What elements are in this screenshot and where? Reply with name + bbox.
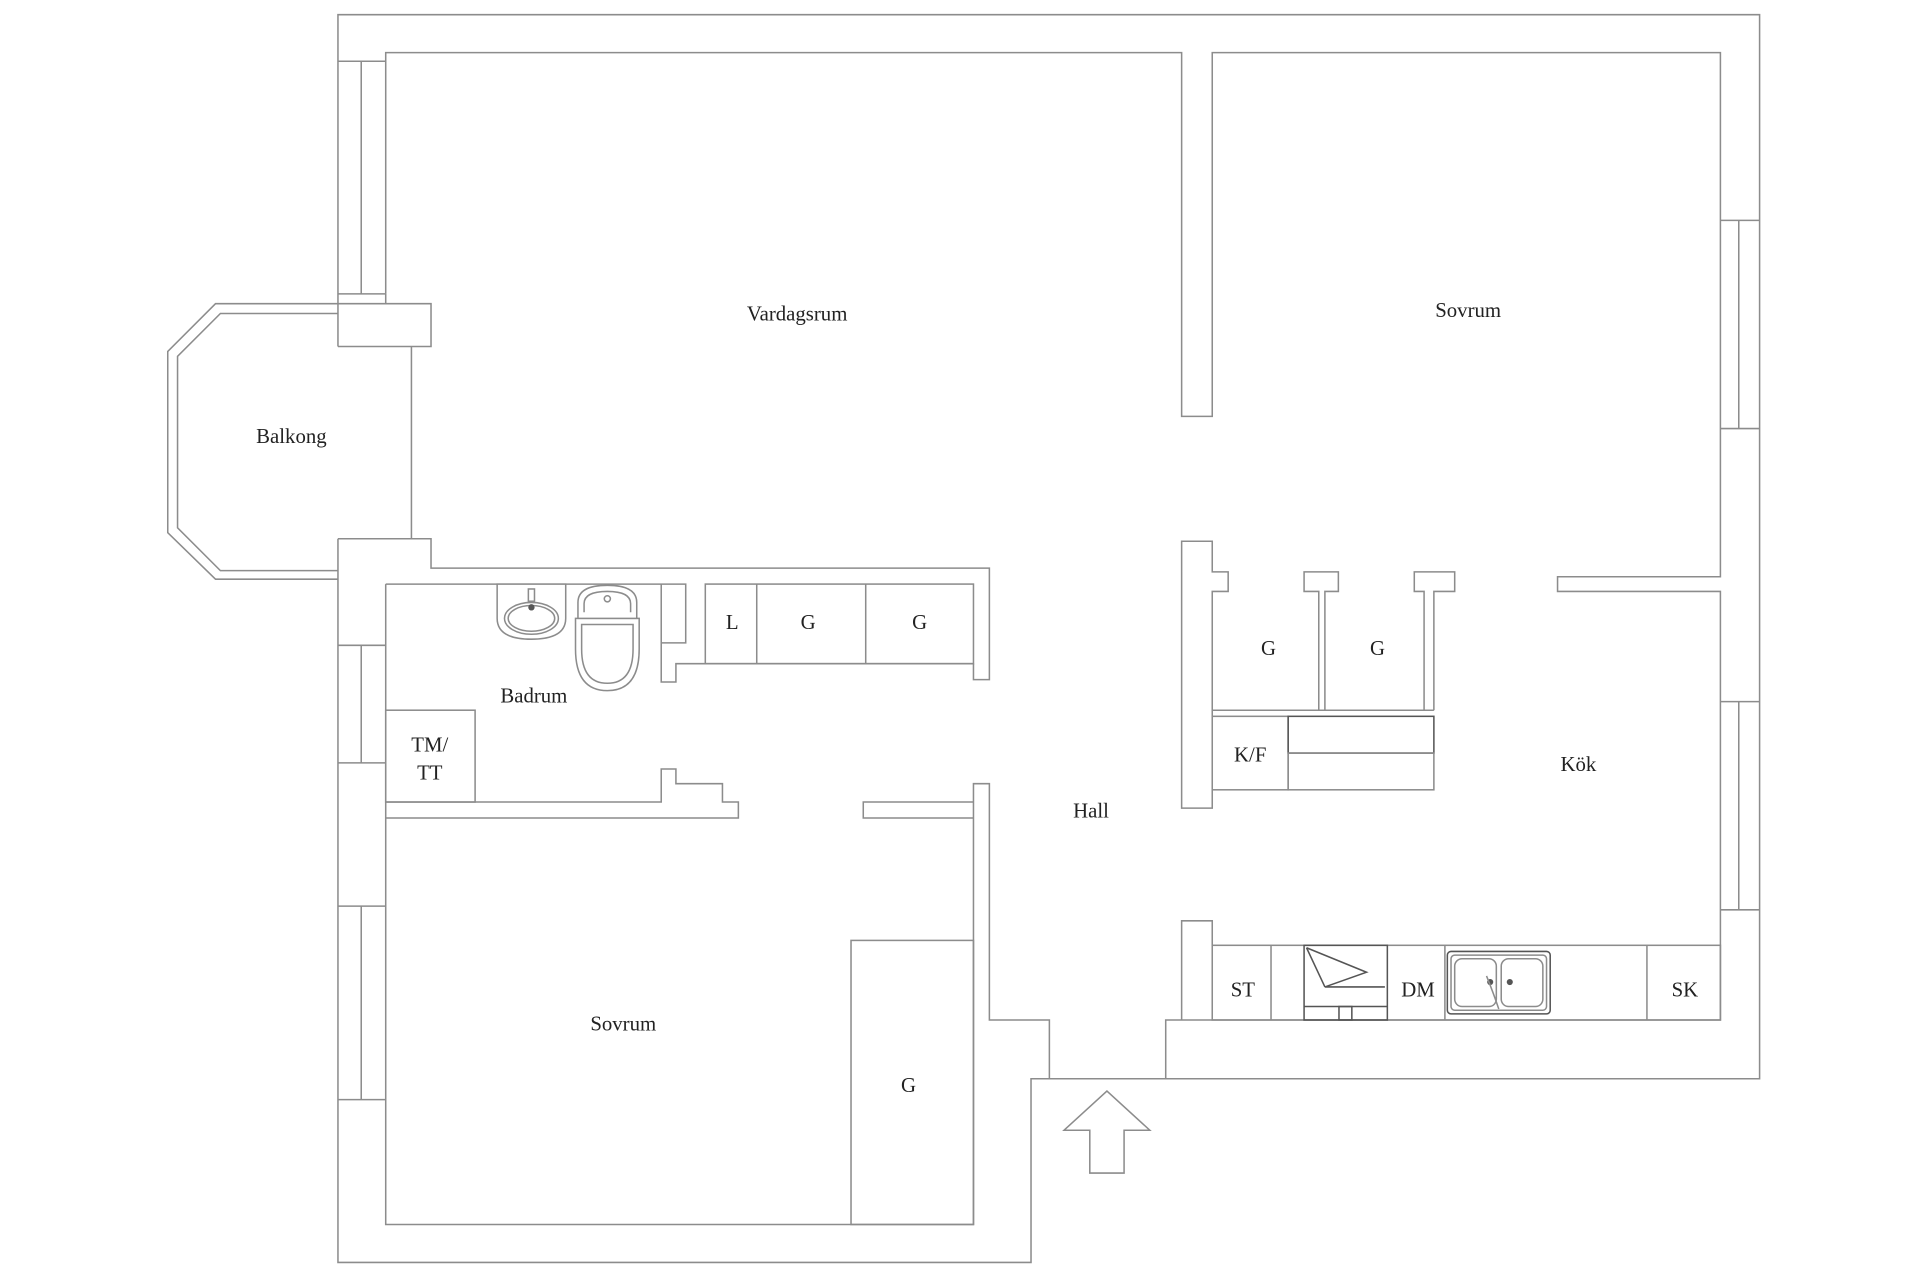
room-label-sovrum-south: Sovrum [590, 1012, 656, 1036]
tm-tt-box [384, 709, 476, 803]
inner-wall-perimeter [384, 51, 1722, 1079]
room-label-balkong: Balkong [256, 424, 326, 448]
unit-label-kf: K/F [1234, 742, 1266, 766]
kitchen-wall-stub-north [1180, 540, 1229, 809]
unit-label-dm: DM [1401, 977, 1435, 1001]
toilet-icon [574, 584, 640, 692]
hall-storage-block [704, 583, 975, 665]
kitchen-wall-stub-south [1180, 920, 1214, 1021]
badrum-wall-north [385, 583, 974, 683]
balcony-railing [176, 312, 338, 572]
room-label-sovrum-north: Sovrum [1435, 298, 1501, 322]
room-label-kok: Kök [1560, 752, 1596, 776]
window-vardagsrum [337, 60, 386, 295]
wall-pillar-upper [337, 293, 432, 348]
washbasin-icon [496, 583, 567, 640]
kitchen-sink-icon [1446, 950, 1551, 1015]
kitchen-island-lower [1287, 752, 1435, 791]
balcony-outline [166, 302, 338, 580]
sovrum-south-walls [384, 782, 1051, 1226]
entrance-arrow-icon [1062, 1089, 1152, 1174]
storage-label-g: G [801, 610, 816, 634]
wall-pillar-lower [337, 538, 991, 681]
window-badrum [337, 644, 386, 764]
sovrum-south-door-stub [862, 801, 974, 819]
unit-label-tm: TM/ [411, 732, 448, 756]
kitchen-counter [1211, 944, 1722, 1021]
sovrum-south-wardrobe [850, 939, 975, 1226]
storage-label-l: L [726, 610, 739, 634]
badrum-wall-south [385, 768, 740, 819]
window-kok [1720, 700, 1760, 911]
stove-icon [1303, 944, 1389, 1021]
room-label-badrum: Badrum [500, 684, 567, 708]
unit-label-sk: SK [1672, 977, 1699, 1001]
window-sovrum-north [1720, 219, 1760, 430]
room-label-hall: Hall [1073, 799, 1109, 823]
storage-label-g: G [1370, 636, 1385, 660]
unit-label-tt: TT [417, 761, 443, 785]
hall-storage-dividers [755, 584, 867, 664]
kitchen-island-upper [1287, 715, 1435, 754]
room-label-vardagsrum: Vardagsrum [747, 301, 848, 325]
outer-wall [337, 13, 1761, 1264]
storage-label-g: G [901, 1073, 916, 1097]
kitchen-closets [1212, 571, 1456, 711]
storage-label-g: G [912, 610, 927, 634]
window-sovrum-south [337, 905, 386, 1101]
unit-label-st: ST [1231, 977, 1256, 1001]
kitchen-counter-dividers [1270, 945, 1648, 1021]
storage-label-g: G [1261, 636, 1276, 660]
